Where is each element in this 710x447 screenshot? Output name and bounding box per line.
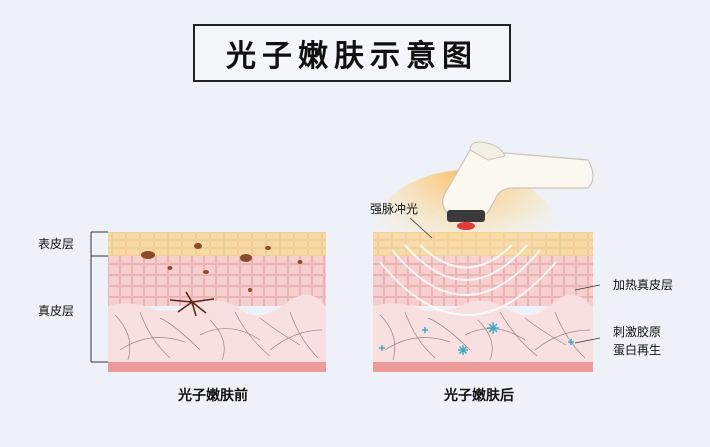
page-title: 光子嫩肤示意图 (226, 39, 478, 74)
collagen-label-line1: 刺激胶原 (613, 325, 662, 339)
dermis-label: 真皮层 (38, 304, 75, 318)
skin-before (108, 232, 326, 372)
dermis-fibers-after (379, 311, 591, 361)
pigment-spots (141, 243, 303, 292)
dermis-layer-after (373, 294, 593, 362)
layer-bracket (90, 231, 108, 363)
collagen-label-line2: 蛋白再生 (613, 343, 662, 357)
caption-after: 光子嫩肤后 (444, 388, 514, 404)
light-glow (371, 170, 561, 310)
heated-dermis-label: 加热真皮层 (613, 278, 674, 292)
title-box: 光子嫩肤示意图 (193, 24, 511, 82)
epidermis-layer (108, 232, 326, 256)
pointer-lines (409, 217, 601, 344)
dermis-fibers (114, 311, 323, 361)
ipl-label: 强脉冲光 (370, 202, 419, 216)
cell-layer (108, 256, 326, 306)
skin-after (371, 170, 593, 372)
epidermis-label: 表皮层 (38, 237, 75, 251)
bottom-band (108, 362, 326, 372)
damaged-collagen (169, 291, 215, 317)
caption-before: 光子嫩肤前 (178, 388, 248, 404)
new-collagen (379, 322, 574, 355)
bottom-band-after (373, 362, 593, 372)
light-waves (379, 244, 557, 316)
ipl-device-icon (442, 141, 594, 230)
